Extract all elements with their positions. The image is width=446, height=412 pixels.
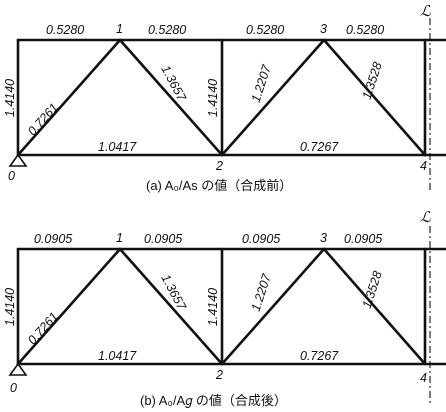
diagonal-member-3-4 [322,38,427,157]
bottom-chord-value: 0.7267 [300,140,339,154]
vertical-member-value: 1.3528 [360,60,385,101]
node-label: 3 [320,231,327,245]
bottom-chord-value: 0.7267 [300,349,339,363]
figure-caption: (b) A₀/A𝑔 の値（合成後） [140,393,287,408]
vertical-member-value: 1.4140 [206,288,220,326]
node-label: 0 [8,169,15,183]
diagonal-member-0-1 [16,247,122,366]
top-chord-value: 0.0905 [34,232,72,246]
top-chord-value: 0.0905 [344,232,382,246]
top-chord-value: 0.0905 [242,232,280,246]
diagonal-member-value: 1.3657 [158,63,189,104]
vertical-member-value: 1.4140 [206,79,220,117]
pin-support [8,153,28,167]
top-chord-value: 0.5280 [246,23,284,37]
vertical-member-value: 1.4140 [3,288,17,326]
centerline-label: ℒ [420,210,432,226]
top-chord-value: 0.5280 [148,23,186,37]
diagonal-member-1-2 [118,247,224,366]
diagonal-member-value: 0.7261 [25,309,61,347]
diagonal-member-value: 1.2207 [249,271,274,313]
vertical-member-value: 1.3528 [360,269,385,310]
node-label: 1 [116,231,123,245]
top-chord-value: 0.5280 [346,23,384,37]
panel-a: ℒ 0.5280 0.5280 0.5280 0.5280 1 3 0 2 4 … [3,4,446,193]
pin-support [8,362,28,376]
node-label: 0 [10,381,17,395]
node-label: 3 [320,22,327,36]
top-chord-value: 0.0905 [144,232,182,246]
centerline-label: ℒ [420,4,432,20]
node-label: 4 [420,371,427,385]
vertical-member-value: 1.4140 [3,79,17,117]
bottom-chord-value: 1.0417 [98,349,137,363]
diagonal-member-value: 1.2207 [249,62,274,104]
diagonal-member-2-3 [220,247,326,366]
figure-caption: (a) A₀/As の値（合成前） [146,178,292,193]
diagonal-member-2-3 [220,38,326,157]
diagonal-member-value: 0.7261 [25,100,61,138]
diagonal-member-3-4 [322,247,427,366]
diagonal-member-0-1 [16,38,122,157]
diagonal-member-1-2 [118,38,224,157]
node-label: 2 [215,368,223,382]
bottom-chord-value: 1.0417 [98,140,137,154]
diagonal-member-value: 1.3657 [158,272,189,313]
node-label: 2 [215,159,223,173]
panel-b: ℒ 0.0905 0.0905 0.0905 0.0905 1 3 0 2 4 … [3,210,446,408]
node-label: 1 [116,22,123,36]
node-label: 4 [420,159,427,173]
top-chord-value: 0.5280 [46,23,84,37]
